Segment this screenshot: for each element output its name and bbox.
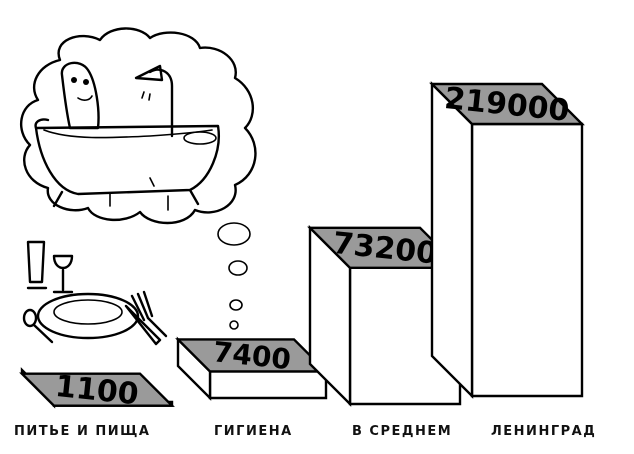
- plate-icon: [36, 292, 140, 340]
- bar-front-hygiene: [208, 370, 328, 400]
- bar-hygiene: 7400: [175, 335, 329, 401]
- wine-glass-icon: [52, 254, 74, 294]
- category-label-average: В СРЕДНЕМ: [352, 424, 452, 439]
- glass-icon: [26, 240, 48, 290]
- category-label-food: ПИТЬЕ И ПИЩА: [14, 424, 150, 439]
- thought-bubble-icon: [20, 27, 257, 330]
- bar-side-leningrad: [430, 81, 474, 399]
- bar-leningrad: 219000: [429, 81, 585, 399]
- bar-value-label-food: 1100: [54, 369, 141, 413]
- category-label-leningrad: ЛЕНИНГРАД: [491, 424, 596, 439]
- knife-icon: [124, 304, 162, 346]
- bar-food: 1100: [19, 367, 175, 413]
- bar-top-food: [19, 372, 175, 407]
- bar-front-leningrad: [470, 122, 584, 398]
- bar-top-leningrad: [429, 82, 585, 126]
- bar-average: 73200: [307, 224, 463, 407]
- bathtub-icon: [34, 61, 220, 211]
- fork-icon: [130, 290, 168, 338]
- x-axis-labels: ПИТЬЕ И ПИЩА ГИГИЕНА В СРЕДНЕМ ЛЕНИНГРАД: [14, 424, 596, 439]
- bar-value-label-hygiene: 7400: [211, 335, 292, 376]
- category-label-hygiene: ГИГИЕНА: [214, 424, 293, 439]
- spoon-icon: [22, 308, 54, 344]
